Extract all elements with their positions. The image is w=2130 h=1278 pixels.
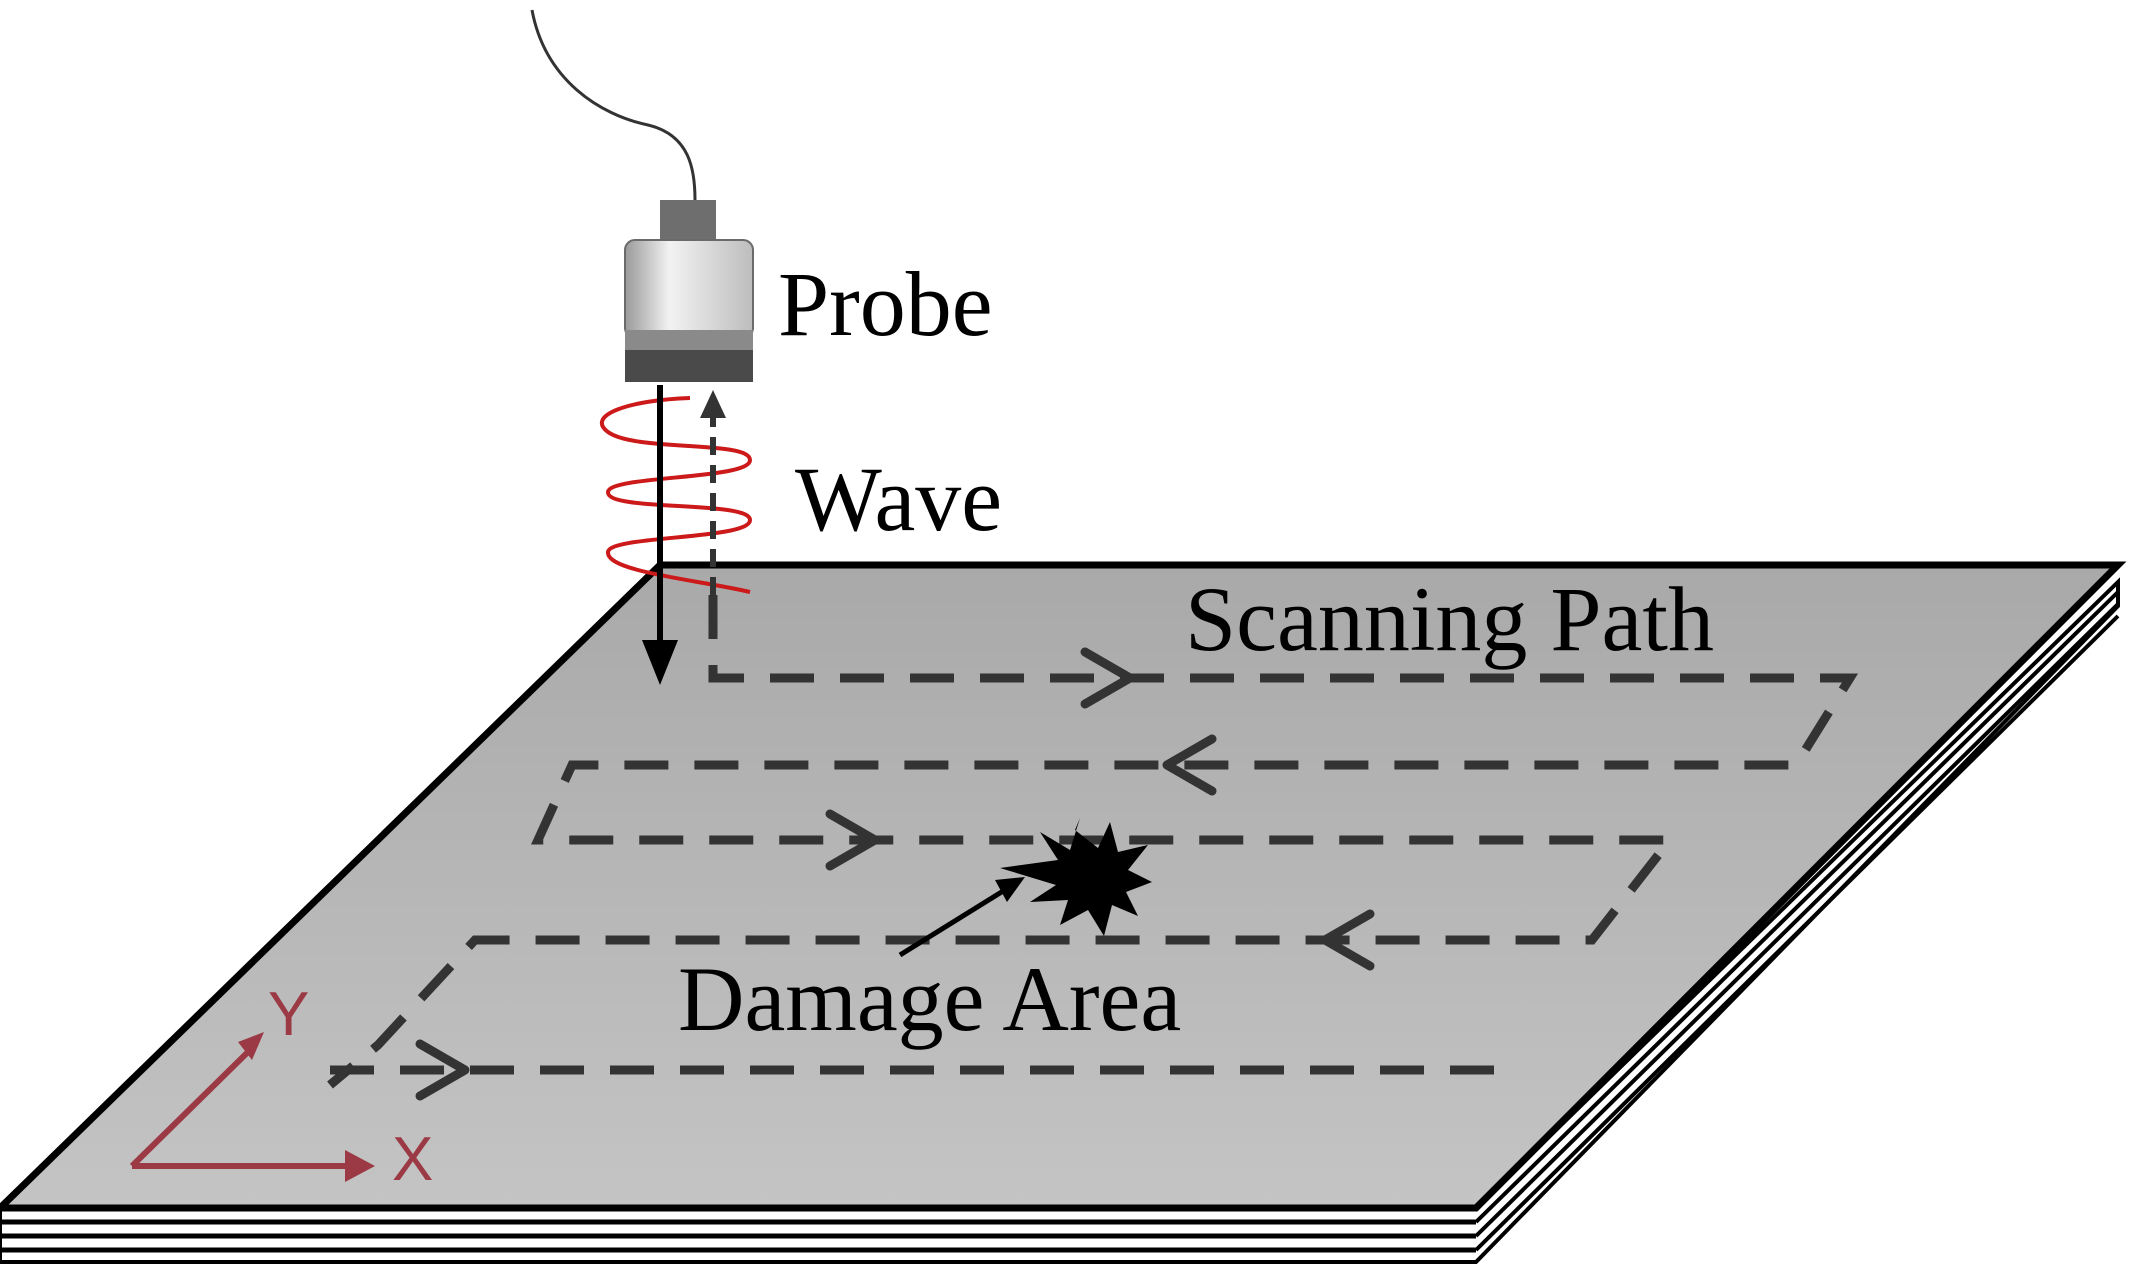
- probe-label: Probe: [778, 253, 993, 355]
- y-axis: [129, 1047, 253, 1169]
- probe-cable: [530, 9, 697, 201]
- arrow-right-row3: [825, 809, 880, 871]
- reflected-wave-arrow: [700, 390, 726, 595]
- scanning-path-label: Scanning Path: [1185, 568, 1714, 670]
- damage-burst-icon: [1000, 818, 1152, 936]
- arrow-right-row5: [415, 1039, 470, 1101]
- wave-label: Wave: [795, 448, 1002, 550]
- coordinate-axes: [129, 1032, 375, 1182]
- arrow-left-row4: [1320, 909, 1375, 971]
- scanning-path: [327, 595, 1859, 1089]
- damage-area-label: Damage Area: [678, 948, 1181, 1050]
- arrow-left-row2: [1162, 734, 1217, 796]
- scan-direction-arrows: [415, 647, 1375, 1101]
- y-axis-label: Y: [268, 980, 309, 1049]
- ultrasonic-probe-icon: [624, 200, 754, 382]
- arrow-right-row1: [1080, 647, 1135, 709]
- wave-signal: [599, 396, 753, 594]
- x-axis-label: X: [392, 1125, 433, 1194]
- damage-pointer-arrow: [898, 877, 1025, 958]
- plate-layers: [0, 577, 2120, 1264]
- incident-wave-arrow: [642, 385, 678, 685]
